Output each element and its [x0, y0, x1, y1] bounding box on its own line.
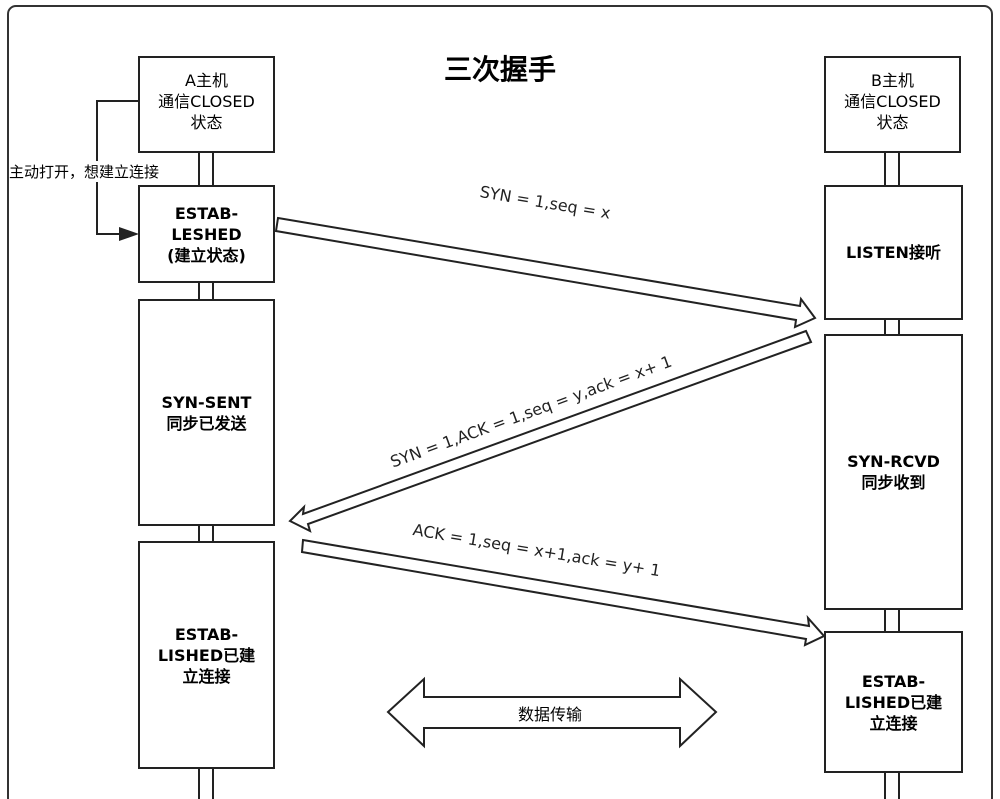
syn-ack-arrow — [288, 329, 813, 533]
host-b-state-line1: 通信CLOSED — [844, 92, 941, 111]
host-b-box — [824, 56, 961, 153]
b-listen-label: LISTEN接听 — [846, 243, 941, 262]
host-a-state-line1: 通信CLOSED — [158, 92, 255, 111]
b-established-box — [824, 631, 963, 773]
diagram-title: 三次握手 — [443, 53, 556, 86]
ack-arrow — [300, 538, 826, 647]
lifeline-a — [198, 152, 214, 799]
host-a-box — [138, 56, 275, 153]
host-b-state-line2: 状态 — [876, 113, 909, 132]
b-established-label: ESTAB- LISHED已建 立连接 — [844, 671, 943, 733]
a-established-top-label: ESTAB- LESHED (建立状态) — [167, 203, 246, 265]
b-syn-rcvd-box — [824, 334, 963, 610]
host-a-name: A主机 — [185, 71, 228, 90]
syn-arrow — [274, 216, 817, 329]
a-syn-sent-box — [138, 299, 275, 526]
b-syn-rcvd-label: SYN-RCVD 同步收到 — [847, 452, 940, 492]
a-established-bottom-box — [138, 541, 275, 769]
host-a-label: A主机 通信CLOSED 状态 — [139, 70, 274, 133]
data-transfer-arrow — [386, 676, 718, 749]
host-b-label: B主机 通信CLOSED 状态 — [825, 70, 960, 133]
active-open-note: 主动打开，想建立连接 — [9, 161, 189, 182]
b-listen-box — [824, 185, 963, 320]
host-b-name: B主机 — [871, 71, 914, 90]
a-established-bottom-label: ESTAB- LISHED已建 立连接 — [157, 624, 256, 686]
a-syn-sent-label: SYN-SENT 同步已发送 — [161, 392, 252, 433]
active-open-arrowhead — [119, 227, 139, 241]
outer-frame — [7, 5, 993, 799]
lifeline-b — [884, 152, 900, 799]
data-transfer-label: 数据传输 — [517, 705, 582, 724]
host-a-state-line2: 状态 — [190, 113, 223, 132]
